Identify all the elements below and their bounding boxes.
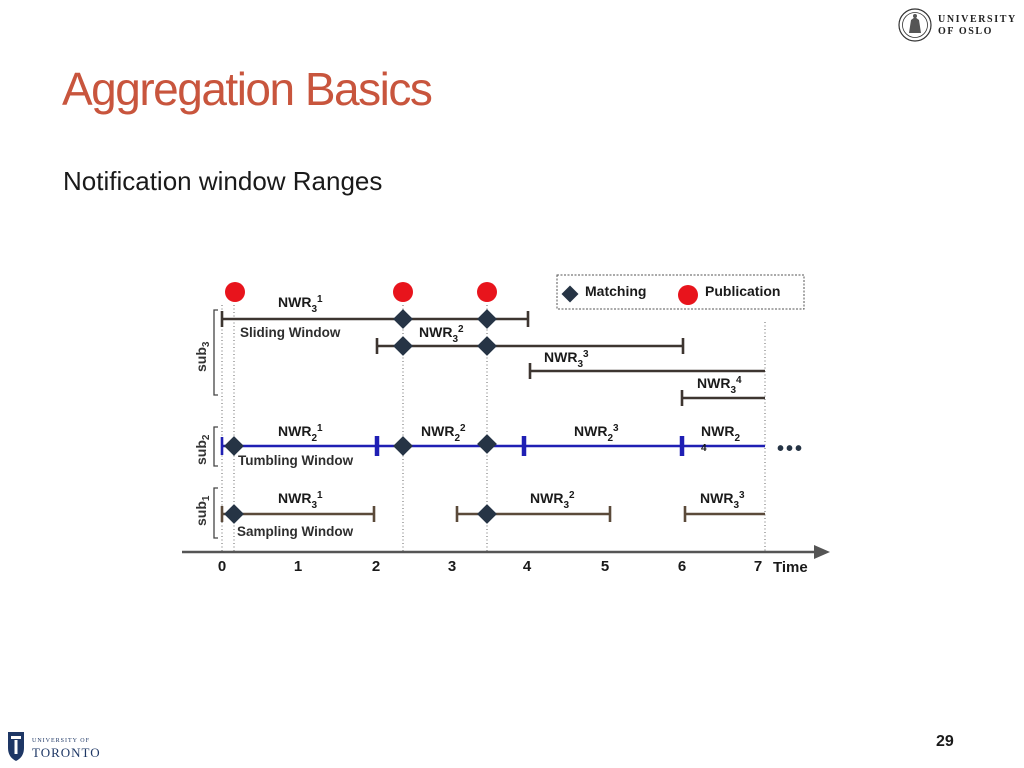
axis-tick: 0 bbox=[218, 558, 226, 575]
legend-publication-label: Publication bbox=[705, 283, 780, 299]
publication-icon bbox=[477, 282, 497, 302]
slide-subtitle: Notification window Ranges bbox=[63, 166, 383, 196]
matching-icon bbox=[393, 436, 413, 456]
nwr-sub3-4: NWR34 bbox=[697, 375, 742, 396]
uot-crest-icon bbox=[8, 732, 24, 761]
axis-tick: 1 bbox=[294, 558, 302, 575]
uio-wordmark: UNIVERSITY OF OSLO bbox=[938, 14, 1017, 37]
axis-ticks: 0 1 2 3 4 5 6 7 bbox=[218, 558, 762, 575]
matching-icon bbox=[224, 504, 244, 524]
time-axis bbox=[182, 545, 830, 559]
sub2-bracket bbox=[213, 426, 218, 467]
matching-icon bbox=[477, 434, 497, 454]
nwr-sub2-2: NWR22 bbox=[421, 423, 466, 444]
matching-icon bbox=[477, 336, 497, 356]
sub1-bracket bbox=[213, 487, 218, 539]
slide-title: Aggregation Basics bbox=[62, 63, 433, 115]
sub2-label: sub2 bbox=[193, 434, 212, 465]
axis-tick: 3 bbox=[448, 558, 456, 575]
matching-icon bbox=[477, 309, 497, 329]
uot-wordmark: TORONTO bbox=[32, 745, 101, 760]
sliding-matches bbox=[393, 309, 497, 356]
uot-logo: UNIVERSITY OF TORONTO bbox=[6, 730, 106, 764]
axis-tick: 7 bbox=[754, 558, 762, 575]
time-guides bbox=[221, 305, 766, 552]
axis-tick: 5 bbox=[601, 558, 609, 575]
matching-icon bbox=[393, 309, 413, 329]
axis-tick: 4 bbox=[523, 558, 532, 575]
time-axis-label: Time bbox=[773, 559, 808, 576]
uio-logo: UNIVERSITY OF OSLO bbox=[898, 8, 1018, 44]
nwr-sub2-3: NWR23 bbox=[574, 423, 619, 444]
uot-wordmark-small: UNIVERSITY OF bbox=[32, 738, 90, 744]
publication-icon bbox=[225, 282, 245, 302]
legend-matching-icon bbox=[561, 285, 579, 303]
nwr-sub3-1: NWR31 bbox=[278, 294, 323, 315]
tumbling-matches bbox=[224, 434, 497, 456]
uio-seal-icon bbox=[898, 8, 932, 42]
sliding-window-label: Sliding Window bbox=[240, 325, 341, 340]
legend-matching-label: Matching bbox=[585, 283, 646, 299]
axis-tick: 2 bbox=[372, 558, 380, 575]
continuation-ellipsis: ••• bbox=[777, 438, 804, 460]
nwr-sub1-2: NWR32 bbox=[530, 490, 575, 511]
axis-arrow-icon bbox=[814, 545, 830, 559]
sampling-window-label: Sampling Window bbox=[237, 524, 354, 539]
matching-icon bbox=[224, 436, 244, 456]
matching-icon bbox=[477, 504, 497, 524]
page-number: 29 bbox=[936, 733, 954, 750]
legend-publication-icon bbox=[678, 285, 698, 305]
nwr-sub3-2: NWR32 bbox=[419, 324, 464, 345]
matching-icon bbox=[393, 336, 413, 356]
nwr-sub1-1: NWR31 bbox=[278, 490, 323, 511]
nwr-sub3-3: NWR33 bbox=[544, 349, 589, 370]
sub3-bracket bbox=[213, 309, 218, 396]
nwr-sub1-3: NWR33 bbox=[700, 490, 745, 511]
tumbling-window-label: Tumbling Window bbox=[238, 453, 354, 468]
axis-tick: 6 bbox=[678, 558, 686, 575]
sliding-ranges bbox=[220, 311, 765, 406]
nwr-sub2-1: NWR21 bbox=[278, 423, 323, 444]
publication-icon bbox=[393, 282, 413, 302]
sub3-label: sub3 bbox=[193, 341, 212, 372]
sub1-label: sub1 bbox=[193, 495, 212, 526]
